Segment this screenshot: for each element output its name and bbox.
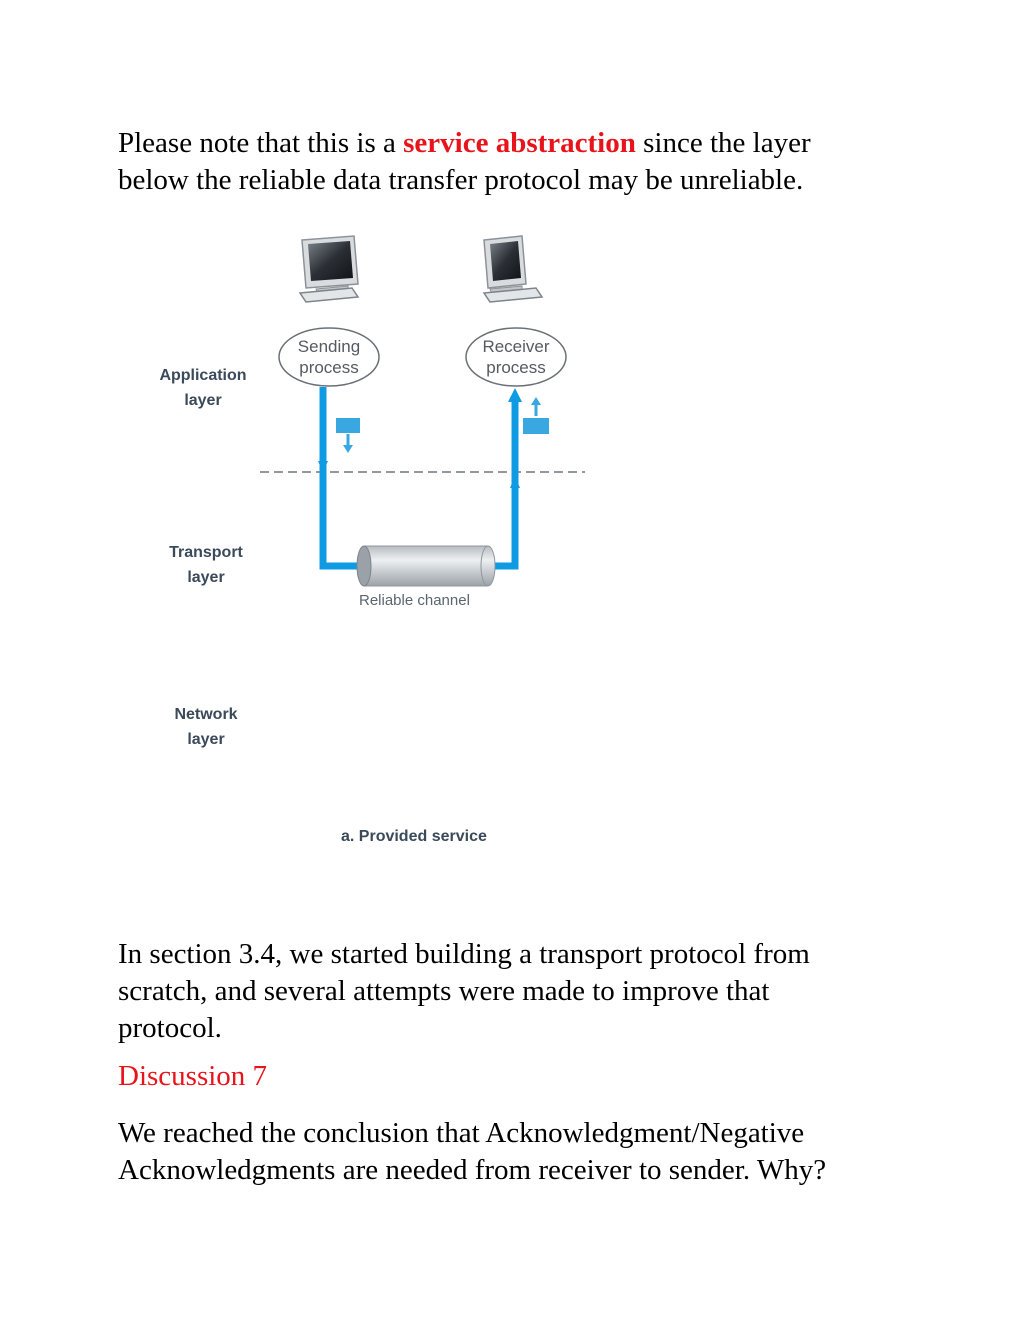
- down-arrowhead-icon: [318, 461, 328, 472]
- receiver-process-ellipse: [465, 327, 567, 387]
- network-layer-label: Network layer: [154, 702, 258, 752]
- sending-process-label-1: Sending: [298, 337, 360, 356]
- sender-data-path: [319, 387, 362, 570]
- sending-computer-icon: [298, 235, 360, 303]
- question-paragraph: We reached the conclusion that Acknowled…: [118, 1115, 826, 1189]
- receiver-data-path: [488, 400, 519, 570]
- network-layer-label-2: layer: [187, 731, 225, 748]
- transport-layer-label-2: layer: [187, 569, 225, 586]
- receiver-arrowhead-icon: [508, 388, 522, 402]
- service-abstraction-highlight: service abstraction: [403, 127, 636, 159]
- intro-text-before: Please note that this is a: [118, 127, 404, 159]
- application-layer-label: Application layer: [150, 363, 256, 413]
- intro-line-2: below the reliable data transfer protoco…: [118, 164, 804, 196]
- section-line-2: scratch, and several attempts were made …: [118, 975, 770, 1007]
- network-layer-label-1: Network: [174, 706, 238, 723]
- question-line-1: We reached the conclusion that Acknowled…: [118, 1117, 805, 1149]
- reliable-channel-pipe: [356, 545, 496, 587]
- section-line-1: In section 3.4, we started building a tr…: [118, 938, 810, 970]
- sending-process-ellipse: [278, 327, 380, 387]
- intro-line-1: Please note that this is a service abstr…: [118, 125, 811, 162]
- figure-caption: a. Provided service: [341, 828, 487, 845]
- application-layer-label-2: layer: [184, 392, 222, 409]
- question-line-2: Acknowledgments are needed from receiver…: [118, 1154, 827, 1186]
- sender-packet-icon: [336, 418, 360, 453]
- receiver-packet-icon: [523, 397, 549, 434]
- discussion-heading: Discussion 7: [118, 1060, 268, 1092]
- reliable-channel-label: Reliable channel: [359, 592, 470, 609]
- up-arrowhead-icon: [510, 476, 520, 488]
- receiver-process-label-2: process: [486, 358, 546, 377]
- application-layer-label-1: Application: [159, 367, 247, 384]
- receiver-computer-icon: [482, 235, 544, 303]
- intro-text-after: since the layer: [635, 127, 811, 159]
- transport-layer-label-1: Transport: [169, 544, 243, 561]
- section-paragraph: In section 3.4, we started building a tr…: [118, 936, 810, 1047]
- sending-process-label-2: process: [299, 358, 359, 377]
- section-line-3: protocol.: [118, 1012, 222, 1044]
- receiver-process-label-1: Receiver: [482, 337, 549, 356]
- intro-paragraph: Please note that this is a service abstr…: [118, 125, 811, 199]
- transport-layer-label: Transport layer: [154, 540, 258, 590]
